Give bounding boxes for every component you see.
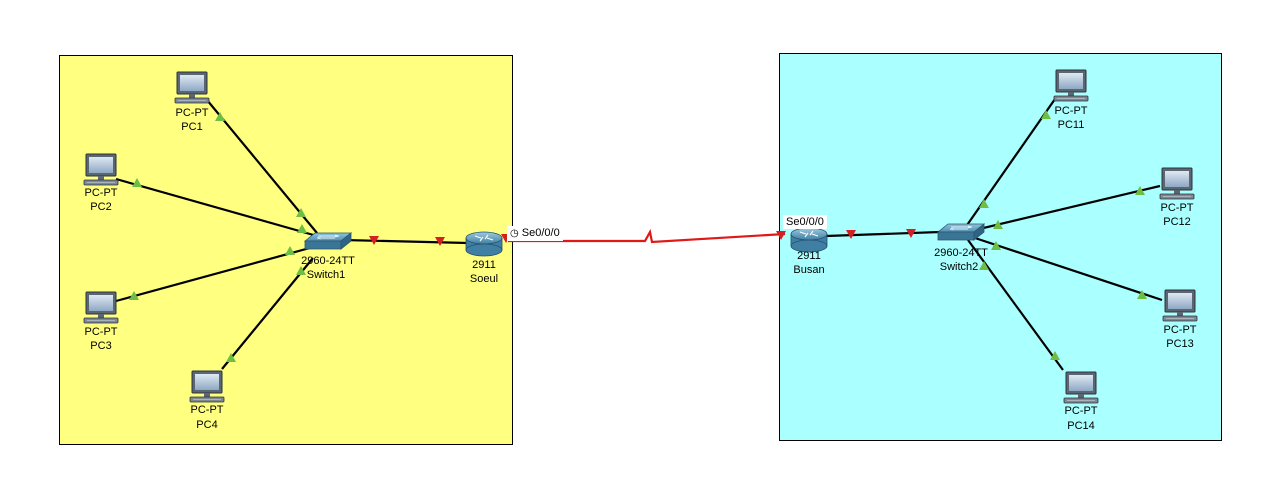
pc2-switch-end-status bbox=[297, 224, 307, 233]
pc2-type-label: PC-PT bbox=[84, 187, 118, 199]
switch2-name-label: Switch2 bbox=[939, 261, 979, 273]
pc3-switch-end-status bbox=[285, 246, 295, 255]
pc12-type-label: PC-PT bbox=[1160, 202, 1194, 214]
switch1-name-label: Switch1 bbox=[306, 269, 346, 281]
busan-router-name-label: Busan bbox=[793, 264, 825, 276]
pc4-switch1-link bbox=[221, 257, 314, 370]
switch2-switch-icon[interactable] bbox=[937, 223, 985, 241]
pc3-switch1-link bbox=[115, 244, 318, 303]
pc3-type-label: PC-PT bbox=[84, 326, 118, 338]
seoul-area bbox=[59, 55, 513, 445]
pc3-pc-icon[interactable] bbox=[83, 291, 119, 324]
pc1-switch1-link bbox=[206, 99, 318, 234]
pc4-pc-icon[interactable] bbox=[189, 370, 225, 403]
pc1-type-label: PC-PT bbox=[175, 107, 209, 119]
busan-interface-text: Se0/0/0 bbox=[786, 216, 824, 228]
busan-switch2-link bbox=[825, 230, 941, 238]
pc4-name-label: PC4 bbox=[196, 419, 218, 431]
busan-serial-interface-label: Se0/0/0 bbox=[783, 215, 827, 229]
pc1-pc-icon[interactable] bbox=[174, 71, 210, 104]
link-status-markers bbox=[129, 110, 1147, 362]
pc11-end-status bbox=[1041, 110, 1051, 119]
pc2-pc-icon[interactable] bbox=[83, 153, 119, 186]
pc13-name-label: PC13 bbox=[1166, 338, 1194, 350]
soeul-router-icon[interactable] bbox=[465, 231, 503, 257]
switch1-switch-icon[interactable] bbox=[304, 232, 352, 250]
seoul-interface-text: Se0/0/0 bbox=[521, 227, 560, 239]
pc3-name-label: PC3 bbox=[90, 340, 112, 352]
pc14-name-label: PC14 bbox=[1067, 420, 1095, 432]
busan-router-model-label: 2911 bbox=[797, 250, 821, 262]
links-layer bbox=[115, 98, 1163, 371]
pc2-name-label: PC2 bbox=[90, 201, 112, 213]
pc13-type-label: PC-PT bbox=[1163, 324, 1197, 336]
pc1-name-label: PC1 bbox=[181, 121, 203, 133]
switch2-model-label: 2960-24TT bbox=[934, 247, 988, 259]
pc11-type-label: PC-PT bbox=[1054, 105, 1088, 117]
serial-wan-link bbox=[508, 228, 786, 244]
pc14-pc-icon[interactable] bbox=[1063, 371, 1099, 404]
pc11-pc-icon[interactable] bbox=[1053, 69, 1089, 102]
pc11-name-label: PC11 bbox=[1057, 119, 1085, 131]
pc11-switch-end-status bbox=[979, 199, 989, 208]
clock-icon: ◷ bbox=[510, 228, 519, 239]
seoul-router-name-label: Soeul bbox=[469, 273, 499, 285]
switch1-model-label: 2960-24TT bbox=[301, 255, 355, 267]
pc12-name-label: PC12 bbox=[1163, 216, 1191, 228]
pc12-pc-icon[interactable] bbox=[1159, 167, 1195, 200]
pc2-switch1-link bbox=[115, 177, 318, 238]
pc4-type-label: PC-PT bbox=[190, 404, 224, 416]
switch1-soeul-link bbox=[342, 238, 469, 245]
devices-layer bbox=[83, 69, 1198, 404]
pc13-switch2-link bbox=[974, 236, 1163, 302]
pc2-end-status bbox=[132, 178, 142, 187]
seoul-router-model-label: 2911 bbox=[472, 259, 496, 271]
pc14-type-label: PC-PT bbox=[1064, 405, 1098, 417]
seoul-serial-interface-label: ◷ Se0/0/0 bbox=[507, 226, 563, 241]
pc13-pc-icon[interactable] bbox=[1162, 289, 1198, 322]
pc12-switch2-link bbox=[974, 184, 1161, 232]
pc1-end-status bbox=[215, 112, 225, 121]
